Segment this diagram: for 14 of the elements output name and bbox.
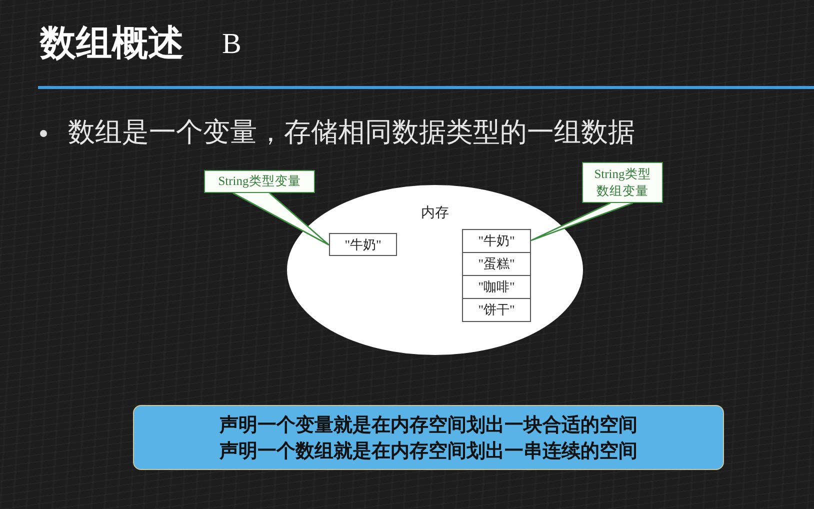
- section-letter: B: [222, 27, 242, 61]
- array-element-box: "蛋糕": [462, 252, 531, 276]
- note-banner: [133, 405, 724, 470]
- variable-box: "牛奶": [329, 233, 397, 256]
- bullet-point-text: 数组是一个变量，存储相同数据类型的一组数据: [68, 116, 635, 150]
- slide-title: 数组概述: [40, 22, 184, 66]
- array-element-box: "牛奶": [462, 229, 531, 253]
- note-text: 声明一个变量就是在内存空间划出一块合适的空间: [220, 413, 638, 438]
- array-element-box: "饼干": [462, 298, 531, 322]
- note-text: 声明一个数组就是在内存空间划出一串连续的空间: [220, 439, 638, 464]
- memory-label: 内存: [421, 204, 449, 222]
- callout-box: String类型数组变量: [582, 162, 663, 203]
- array-element-box: "咖啡": [462, 275, 531, 299]
- callout-box: String类型变量: [204, 170, 315, 193]
